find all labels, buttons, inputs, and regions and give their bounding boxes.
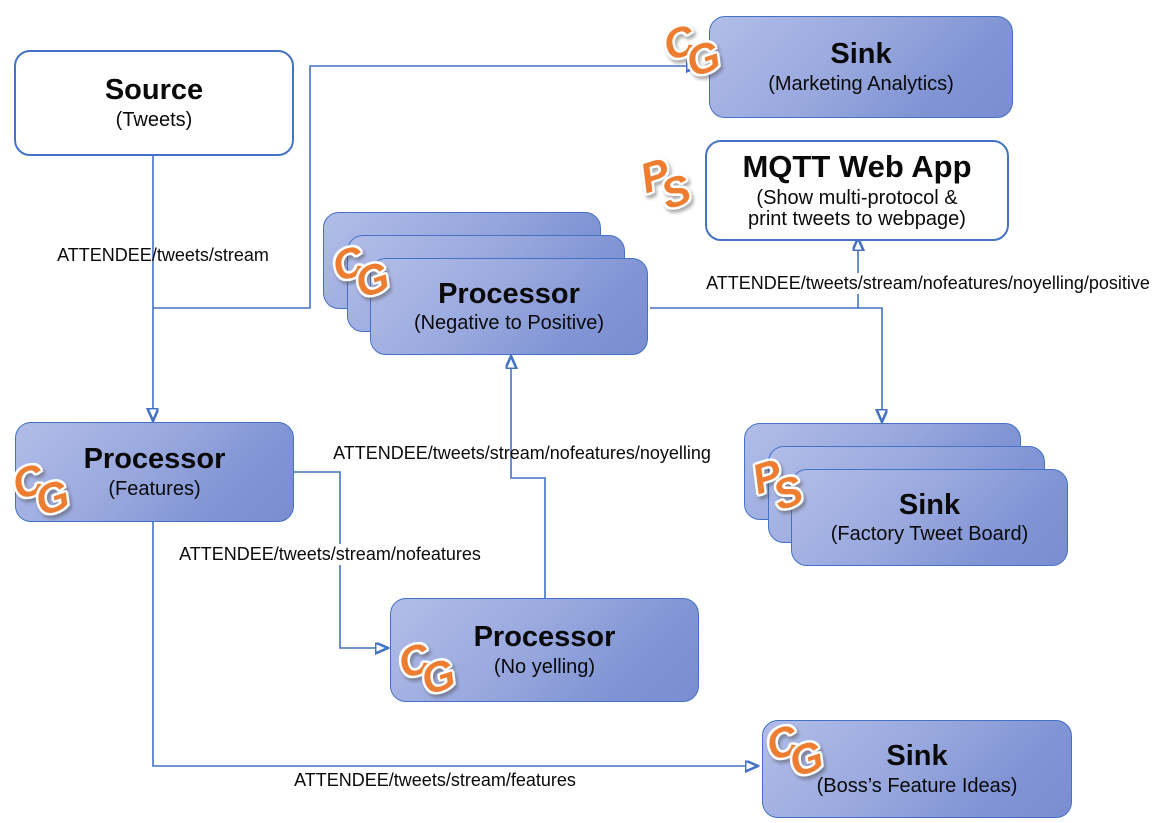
sink-factory-tweet-board-node[interactable]: Sink (Factory Tweet Board) <box>744 423 1068 566</box>
edge-label-features: ATTENDEE/tweets/stream/features <box>292 770 578 791</box>
processor-no-yelling-node[interactable]: Processor (No yelling) <box>390 598 699 702</box>
mqtt-web-app-node[interactable]: MQTT Web App (Show multi-protocol & prin… <box>705 140 1009 241</box>
processor-features-node[interactable]: Processor (Features) <box>15 422 294 522</box>
node-title: Sink <box>886 740 948 773</box>
node-subtitle: (Marketing Analytics) <box>768 72 954 95</box>
edge-label-noyelling: ATTENDEE/tweets/stream/nofeatures/noyell… <box>333 443 711 463</box>
edge-label-stream: ATTENDEE/tweets/stream <box>57 245 269 265</box>
node-subtitle: (Boss’s Feature Ideas) <box>816 774 1018 797</box>
node-title: Processor <box>83 443 226 476</box>
node-subtitle: (Tweets) <box>115 108 193 131</box>
node-subtitle: (Features) <box>108 477 201 500</box>
node-title: MQTT Web App <box>742 149 972 185</box>
node-subtitle: (Negative to Positive) <box>413 312 605 335</box>
edge-label-nofeatures: ATTENDEE/tweets/stream/nofeatures <box>177 544 483 565</box>
node-subtitle: (Show multi-protocol & print tweets to w… <box>748 186 966 231</box>
edge-label-positive: ATTENDEE/tweets/stream/nofeatures/noyell… <box>704 273 1152 294</box>
node-title: Source <box>104 74 204 107</box>
connector-features-to-sink-boss <box>152 520 746 766</box>
node-title: Processor <box>473 621 616 654</box>
connector-no-yelling-to-negative-to-positive <box>511 368 546 598</box>
sink-marketing-node[interactable]: Sink (Marketing Analytics) <box>709 16 1013 118</box>
node-title: Processor <box>438 277 580 310</box>
source-node[interactable]: Source (Tweets) <box>14 50 294 156</box>
node-subtitle: (Factory Tweet Board) <box>830 523 1029 546</box>
node-title: Sink <box>898 488 961 521</box>
node-title: Sink <box>830 38 892 71</box>
connector-source-to-sink-marketing <box>153 66 687 309</box>
sink-boss-feature-ideas-node[interactable]: Sink (Boss’s Feature Ideas) <box>762 720 1072 818</box>
processor-negative-to-positive-node[interactable]: Processor (Negative to Positive) <box>323 212 648 355</box>
connector-n2p-to-sink-factory <box>650 307 882 410</box>
node-subtitle: (No yelling) <box>493 655 596 678</box>
